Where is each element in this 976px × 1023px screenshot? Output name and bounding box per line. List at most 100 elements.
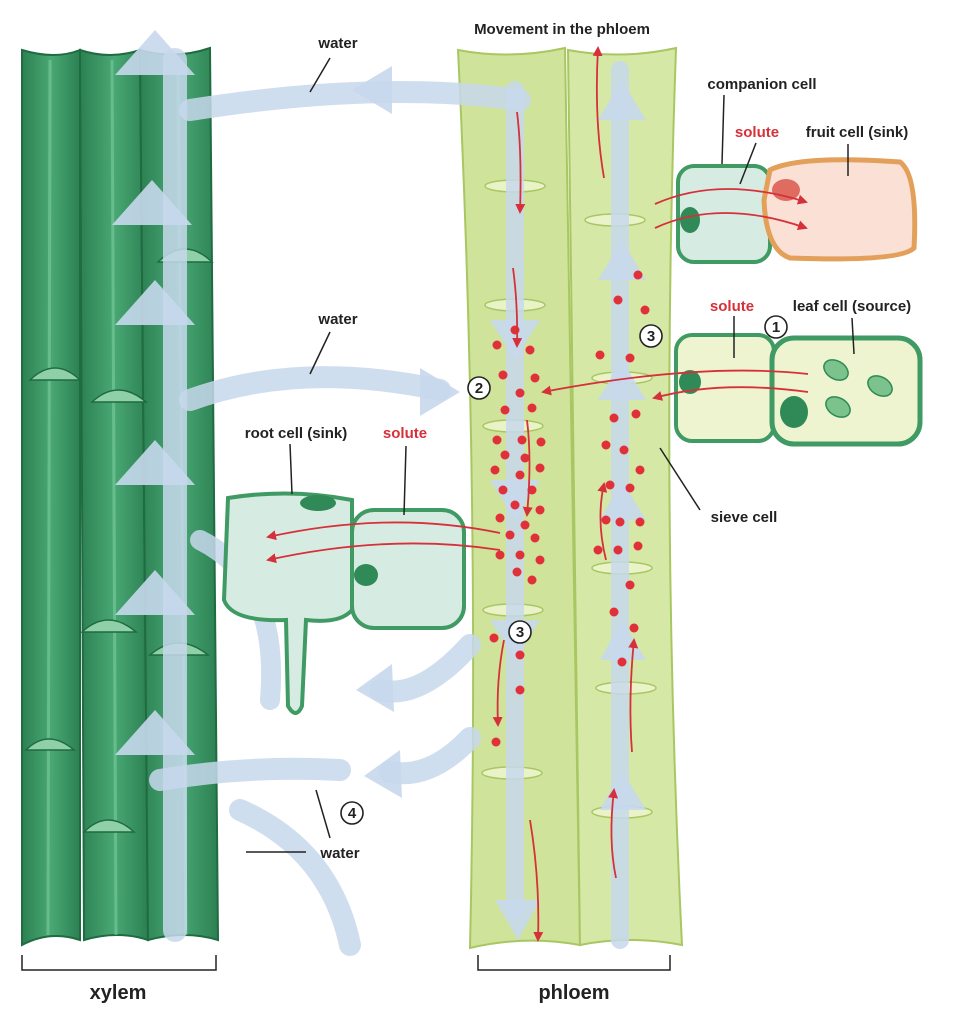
solute-dot bbox=[535, 463, 545, 473]
solute-dot bbox=[593, 545, 603, 555]
solute-arrow bbox=[654, 188, 808, 205]
solute-dot bbox=[631, 409, 641, 419]
solute-dot bbox=[515, 388, 525, 398]
step-3-lower: 3 bbox=[516, 624, 524, 641]
root-cell bbox=[221, 491, 354, 715]
solute-dot bbox=[530, 373, 540, 383]
solute-dot bbox=[515, 470, 525, 480]
solute-dot bbox=[635, 465, 645, 475]
label-companion-cell: companion cell bbox=[707, 76, 816, 93]
solute-arrow bbox=[654, 212, 808, 231]
solute-dot bbox=[495, 513, 505, 523]
label-xylem: xylem bbox=[90, 982, 147, 1004]
labels: Movement in the phloem water water water… bbox=[90, 21, 912, 1004]
phloem-bracket bbox=[477, 955, 671, 971]
solute-dot bbox=[633, 270, 643, 280]
solute-arrow bbox=[266, 542, 501, 564]
solute-arrow bbox=[492, 639, 505, 727]
solute-dot bbox=[527, 575, 537, 585]
solute-dot bbox=[613, 545, 623, 555]
label-water-top: water bbox=[317, 35, 357, 52]
solute-dot bbox=[613, 295, 623, 305]
diagram-title: Movement in the phloem bbox=[474, 21, 650, 38]
solute-arrow bbox=[266, 521, 501, 541]
phloem-column bbox=[456, 46, 684, 950]
solute-dot bbox=[535, 555, 545, 565]
solute-dot bbox=[601, 440, 611, 450]
brackets bbox=[21, 955, 671, 971]
root-nucleus bbox=[300, 495, 336, 511]
solute-dot bbox=[490, 465, 500, 475]
solute-arrow bbox=[522, 419, 533, 517]
root-sink-group bbox=[221, 491, 466, 715]
solute-dot bbox=[489, 633, 499, 643]
solute-dot bbox=[633, 541, 643, 551]
solute-dot bbox=[625, 483, 635, 493]
solute-arrow bbox=[608, 788, 619, 879]
solute-dot bbox=[510, 500, 520, 510]
solute-arrows bbox=[266, 46, 809, 942]
step-2: 2 bbox=[475, 380, 483, 397]
xylem-pit bbox=[80, 619, 139, 633]
companion-cell-root bbox=[350, 508, 466, 630]
fruit-cell bbox=[761, 157, 918, 262]
solute-dot bbox=[625, 580, 635, 590]
chloroplast bbox=[823, 359, 849, 381]
solute-dot bbox=[520, 520, 530, 530]
leader-lines bbox=[246, 57, 855, 853]
label-fruit-cell: fruit cell (sink) bbox=[806, 124, 909, 141]
leaf-cell bbox=[769, 335, 923, 447]
label-sieve-cell: sieve cell bbox=[711, 509, 778, 526]
solute-arrow bbox=[652, 386, 809, 401]
chloroplast bbox=[867, 375, 893, 397]
solute-dot bbox=[525, 345, 535, 355]
label-solute-root: solute bbox=[383, 425, 427, 442]
solute-dot bbox=[605, 480, 615, 490]
leaf-source-group bbox=[674, 333, 923, 447]
xylem-pit bbox=[24, 738, 77, 751]
solute-dot bbox=[629, 623, 639, 633]
solute-dot bbox=[492, 340, 502, 350]
solute-arrow bbox=[541, 369, 809, 396]
solute-dot bbox=[492, 435, 502, 445]
solute-dot bbox=[536, 437, 546, 447]
solute-dot bbox=[615, 517, 625, 527]
solute-dot bbox=[498, 370, 508, 380]
label-phloem: phloem bbox=[538, 982, 609, 1004]
label-solute-fruit: solute bbox=[735, 124, 779, 141]
solute-dot bbox=[515, 550, 525, 560]
solute-dot bbox=[495, 550, 505, 560]
solute-dot bbox=[491, 737, 501, 747]
solute-dot bbox=[625, 353, 635, 363]
solute-dot bbox=[535, 505, 545, 515]
solute-dot bbox=[517, 435, 527, 445]
solute-arrow bbox=[512, 267, 523, 348]
solute-dot bbox=[515, 650, 525, 660]
solute-arrow bbox=[515, 111, 526, 214]
companion-nucleus bbox=[680, 207, 700, 233]
xylem-bracket bbox=[21, 955, 217, 971]
label-leaf-cell: leaf cell (source) bbox=[793, 298, 911, 315]
solute-dot bbox=[617, 657, 627, 667]
solute-dot bbox=[609, 607, 619, 617]
label-water-bottom: water bbox=[319, 845, 359, 862]
solute-dot bbox=[515, 685, 525, 695]
step-3-upper: 3 bbox=[647, 328, 655, 345]
label-solute-leaf: solute bbox=[710, 298, 754, 315]
solute-dot bbox=[619, 445, 629, 455]
fruit-organelle bbox=[772, 179, 800, 201]
chloroplast bbox=[825, 396, 851, 418]
solute-arrow bbox=[597, 482, 608, 561]
xylem-pit bbox=[90, 389, 149, 403]
xylem-column bbox=[21, 46, 220, 947]
solute-dot bbox=[530, 533, 540, 543]
solute-arrow bbox=[592, 46, 605, 179]
label-root-cell: root cell (sink) bbox=[245, 425, 348, 442]
step-1: 1 bbox=[772, 319, 780, 336]
step-4: 4 bbox=[348, 805, 357, 822]
solute-dot bbox=[520, 453, 530, 463]
solute-dot bbox=[635, 517, 645, 527]
solute-dot bbox=[609, 413, 619, 423]
